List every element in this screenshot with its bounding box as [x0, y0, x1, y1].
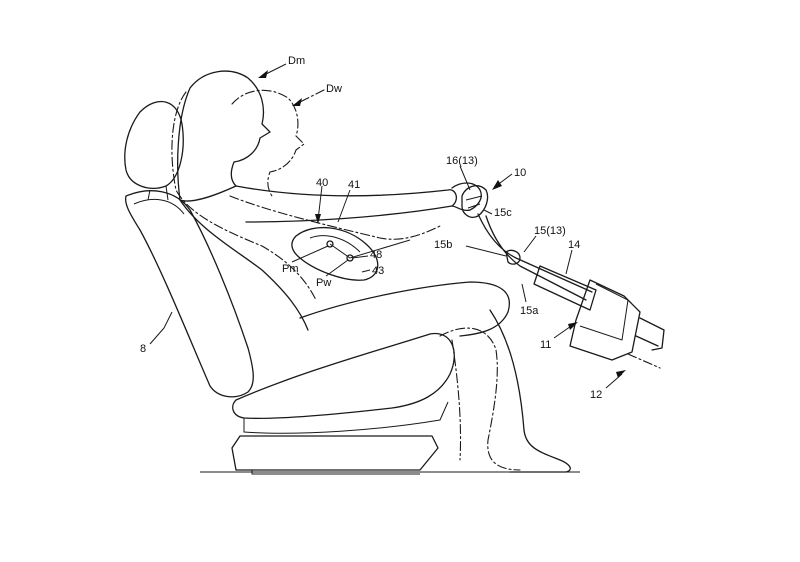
- label-10: 10: [514, 167, 526, 179]
- label-43: 43: [372, 265, 384, 277]
- column-sleeve-14: [533, 265, 597, 311]
- occupant-dw: [171, 89, 521, 471]
- occupant-dw-head: [231, 89, 305, 197]
- seat-base: [231, 435, 439, 471]
- label-12: 12: [590, 389, 602, 401]
- column-15: [477, 213, 593, 301]
- leader-lines: [149, 63, 626, 389]
- control-device-40: [291, 226, 411, 281]
- label-pm: Pm: [282, 263, 299, 275]
- headrest: [124, 101, 184, 189]
- seat: [124, 101, 455, 475]
- label-11: 11: [540, 339, 551, 351]
- column-joint-15c: [505, 249, 521, 265]
- occupant-dm: [177, 70, 571, 473]
- device-link-41: [329, 239, 411, 259]
- occupant-dm-torso: [179, 199, 309, 331]
- housing-11: [569, 279, 641, 361]
- occupant-dm-thigh: [299, 281, 510, 337]
- label-dw: Dw: [326, 83, 342, 95]
- label-pw: Pw: [316, 277, 331, 289]
- occupant-dw-arm: [229, 195, 441, 240]
- label-40: 40: [316, 177, 328, 189]
- steering-grip-16: [461, 185, 489, 218]
- steering-assembly: [461, 185, 665, 369]
- occupant-dm-arm: [235, 185, 458, 223]
- occupant-dm-shin: [489, 309, 571, 473]
- seat-back: [124, 190, 254, 398]
- occupant-dm-head: [177, 70, 271, 202]
- mount-12: [635, 317, 665, 351]
- labels: Dm Dw 10 16(13) 40 41 15c 15(13) 15b 48 …: [140, 55, 602, 401]
- label-14: 14: [568, 239, 580, 251]
- label-8: 8: [140, 343, 146, 355]
- occupant-dw-thigh: [439, 327, 521, 471]
- label-15c: 15c: [494, 207, 512, 219]
- occupant-dw-body: [171, 91, 317, 301]
- label-48: 48: [370, 249, 382, 261]
- label-15a: 15a: [520, 305, 539, 317]
- pm-point: [326, 240, 334, 248]
- device-plate: [291, 226, 379, 281]
- label-dm: Dm: [288, 55, 305, 67]
- label-41: 41: [348, 179, 360, 191]
- label-16-13: 16(13): [446, 155, 478, 167]
- label-15-13: 15(13): [534, 225, 566, 237]
- seat-cushion: [232, 332, 455, 420]
- label-15b: 15b: [434, 239, 452, 251]
- occupant-dw-shin: [451, 339, 462, 461]
